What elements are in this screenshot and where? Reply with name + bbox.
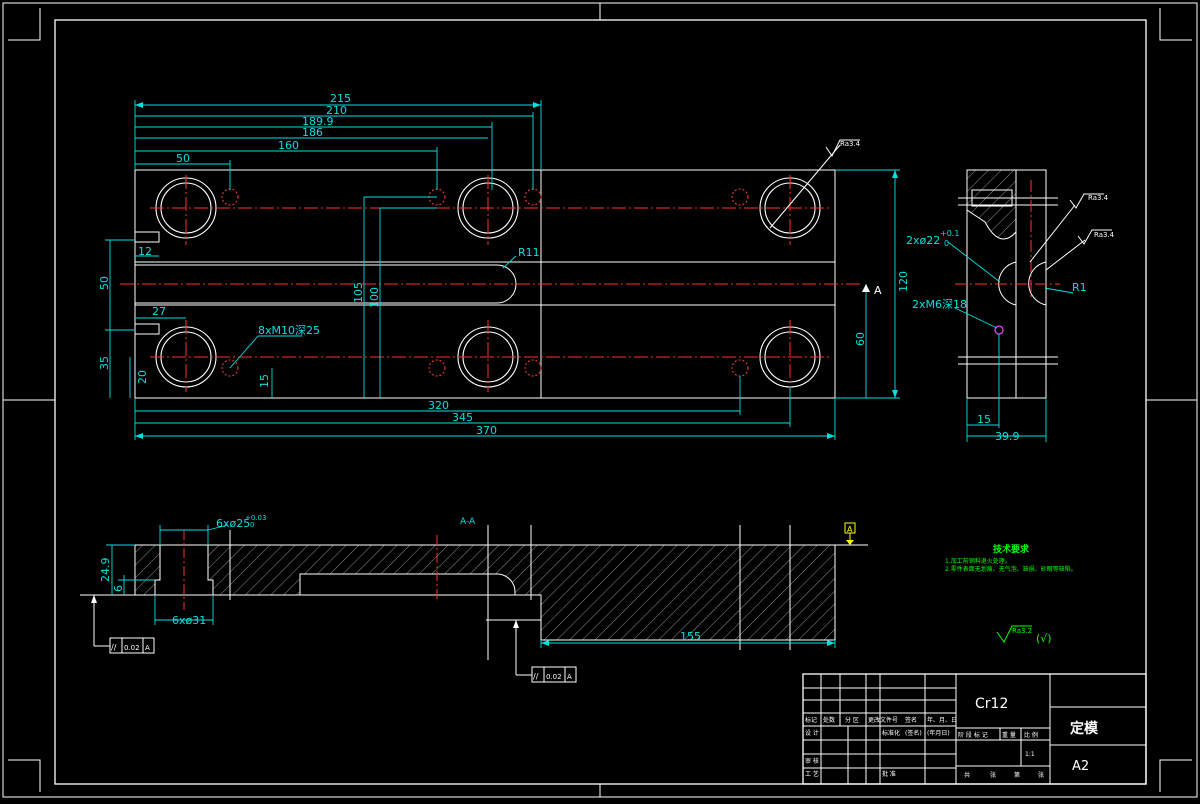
dim-370: 370 [476, 424, 497, 437]
general-roughness-value: Ra3.2 [1012, 627, 1032, 635]
rev-header-doc: 更改文件号 [868, 716, 898, 724]
sheet-total-suffix: 张 [990, 771, 996, 779]
dim-210: 210 [326, 104, 347, 117]
notes-line-2: 2.零件表面无划痕、无气泡、缺损、砂眼等缺陷。 [945, 565, 1077, 573]
scale-header: 比 例 [1024, 731, 1038, 739]
side-radius: R1 [1072, 281, 1087, 294]
rev-header-count: 处数 [823, 716, 835, 724]
tol-1-datum: A [145, 644, 150, 652]
role-sig: (签名) [905, 729, 922, 737]
section-length: 155 [680, 630, 701, 643]
geometric-tolerance-frame-2: // 0.02 A [513, 620, 577, 683]
role-approve: 批 准 [882, 770, 896, 778]
counterbore-label: 6xø25 [216, 517, 250, 530]
tol-2-symbol: // [533, 672, 539, 681]
dim-186: 186 [302, 126, 323, 139]
through-hole-label: 6xø31 [172, 614, 206, 627]
thread-label: 2xM6深18 [912, 298, 967, 311]
dim-v-15: 15 [258, 374, 271, 388]
weight-header: 重 量 [1002, 731, 1016, 739]
section-step: 6 [112, 585, 125, 592]
stage-mark-header: 阶 段 标 记 [958, 731, 988, 739]
tol-1-value: 0.02 [124, 644, 140, 652]
dim-50: 50 [176, 152, 190, 165]
sheet-no-prefix: 第 [1014, 771, 1020, 779]
section-height: 24.9 [99, 558, 112, 583]
notes-line-1: 1.加工前钢料退火处理。 [945, 557, 1011, 565]
rev-header-sign: 签名 [905, 716, 917, 724]
side-view: Ra3.4 Ra3.4 2xø22 +0.1 0 2xM6深18 R1 15 3… [906, 169, 1115, 443]
radius-label: R11 [518, 246, 540, 259]
sheet-no-suffix: 张 [1038, 771, 1044, 779]
role-date: (年月日) [927, 729, 950, 737]
side-dim-15: 15 [977, 413, 991, 426]
dim-345: 345 [452, 411, 473, 424]
side-dim-width: 39.9 [995, 430, 1020, 443]
dim-v-100: 100 [368, 287, 381, 308]
dim-12: 12 [138, 245, 152, 258]
technical-notes: 技术要求 1.加工前钢料退火处理。 2.零件表面无划痕、无气泡、缺损、砂眼等缺陷… [945, 543, 1077, 645]
general-roughness-suffix: (√) [1036, 632, 1052, 645]
counterbore-tol-upper: +0.03 [245, 514, 266, 522]
role-std: 标准化 [882, 729, 900, 737]
section-title: A-A [460, 517, 476, 527]
tol-2-datum: A [567, 673, 572, 681]
rev-header-date: 年、月、日 [927, 716, 957, 724]
dim-320: 320 [428, 399, 449, 412]
roughness-symbol [825, 139, 860, 157]
general-roughness-symbol [996, 625, 1032, 643]
dim-v-105: 105 [352, 282, 365, 303]
side-roughness-2: Ra3.4 [1094, 231, 1115, 239]
dim-v-60: 60 [854, 332, 867, 346]
role-process: 工 艺 [805, 770, 819, 778]
bore-tol-lower: 0 [944, 239, 949, 248]
rev-header-mark: 标记 [805, 716, 817, 724]
material-label: Cr12 [975, 696, 1008, 712]
dim-v-35: 35 [98, 356, 111, 370]
tol-2-value: 0.02 [546, 673, 562, 681]
rev-header-zone: 分 区 [845, 716, 859, 724]
role-design: 设 计 [805, 729, 819, 737]
tol-1-symbol: // [111, 643, 117, 652]
dim-v-120: 120 [897, 271, 910, 292]
notes-heading: 技术要求 [993, 543, 1030, 555]
dim-215: 215 [330, 92, 351, 105]
title-block: 标记 处数 分 区 更改文件号 签名 年、月、日 设 计 标准化 (签名) (年… [802, 673, 1147, 785]
geometric-tolerance-frame-1: // 0.02 A [91, 595, 155, 654]
counterbore-tol-lower: 0 [250, 521, 254, 529]
role-check: 审 核 [805, 757, 819, 765]
dim-v-20: 20 [136, 370, 149, 384]
bore-label: 2xø22 [906, 234, 940, 247]
bore-tol-upper: +0.1 [940, 229, 959, 238]
dim-v-50: 50 [98, 276, 111, 290]
dim-189-9: 189.9 [302, 115, 334, 128]
scale-value: 1:1 [1025, 751, 1035, 758]
section-view: A // 0.02 A // [80, 514, 868, 683]
sheet-total-prefix: 共 [964, 771, 970, 779]
roughness-label: Ra3.4 [840, 140, 861, 148]
part-name: 定模 [1070, 720, 1099, 737]
top-view: 215 210 189.9 186 160 50 320 345 370 27 … [98, 92, 910, 440]
datum-a-label: A [874, 284, 882, 297]
section-datum-a: A [847, 525, 853, 534]
threaded-holes-label: 8xM10深25 [258, 324, 320, 337]
dim-160: 160 [278, 139, 299, 152]
drawing-number: A2 [1072, 759, 1089, 774]
dim-27: 27 [152, 305, 166, 318]
side-roughness-1: Ra3.4 [1088, 194, 1109, 202]
